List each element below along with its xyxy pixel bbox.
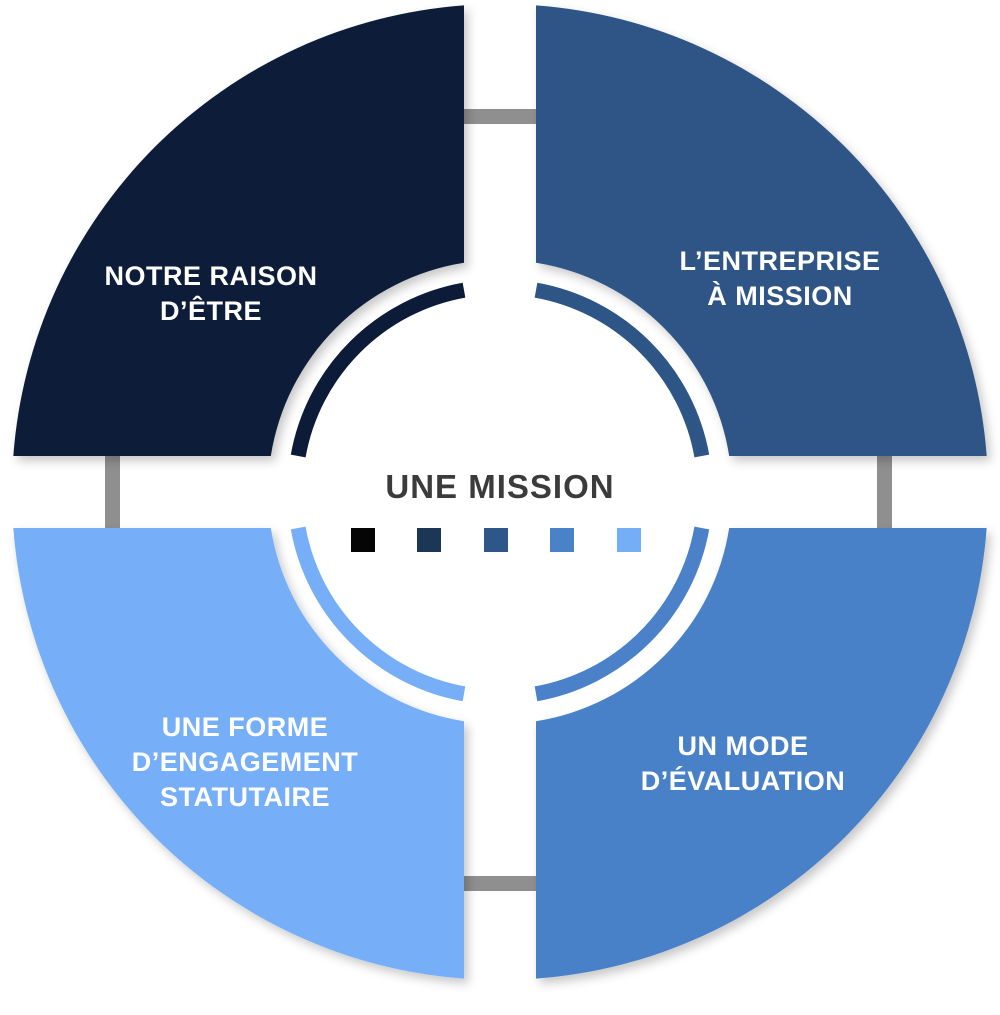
quadrant-entreprise-a-mission xyxy=(536,5,987,456)
quadrant-label-entreprise-a-mission: L’ENTREPRISE À MISSION xyxy=(679,246,881,311)
quadrant-entreprise-a-mission-inner-arc xyxy=(534,282,710,458)
center-title: UNE MISSION xyxy=(385,468,615,505)
swatch-5 xyxy=(617,528,641,552)
swatch-1 xyxy=(351,528,375,552)
connector-top xyxy=(460,109,540,124)
quadrant-label-mode-evaluation: UN MODE D’ÉVALUATION xyxy=(640,731,846,796)
quadrant-forme-engagement-inner-arc xyxy=(290,526,466,702)
quadrant-raison-detre xyxy=(13,5,464,456)
connector-right xyxy=(877,452,892,532)
quadrant-label-forme-engagement: UNE FORME D’ENGAGEMENT STATUTAIRE xyxy=(131,712,359,812)
quadrant-shapes xyxy=(13,5,987,979)
connector-left xyxy=(105,452,120,532)
inner-ring xyxy=(290,282,710,702)
swatch-2 xyxy=(417,528,441,552)
quadrant-raison-detre-inner-arc xyxy=(290,282,466,458)
quadrant-label-raison-detre: NOTRE RAISON D’ÊTRE xyxy=(104,261,318,326)
swatch-4 xyxy=(550,528,574,552)
quadrant-mode-evaluation xyxy=(536,528,987,979)
swatch-3 xyxy=(484,528,508,552)
quadrant-mode-evaluation-inner-arc xyxy=(534,526,710,702)
connector-ring xyxy=(105,109,892,891)
quadrant-forme-engagement xyxy=(13,528,464,979)
color-swatches xyxy=(351,528,651,552)
connector-bottom xyxy=(460,876,540,891)
